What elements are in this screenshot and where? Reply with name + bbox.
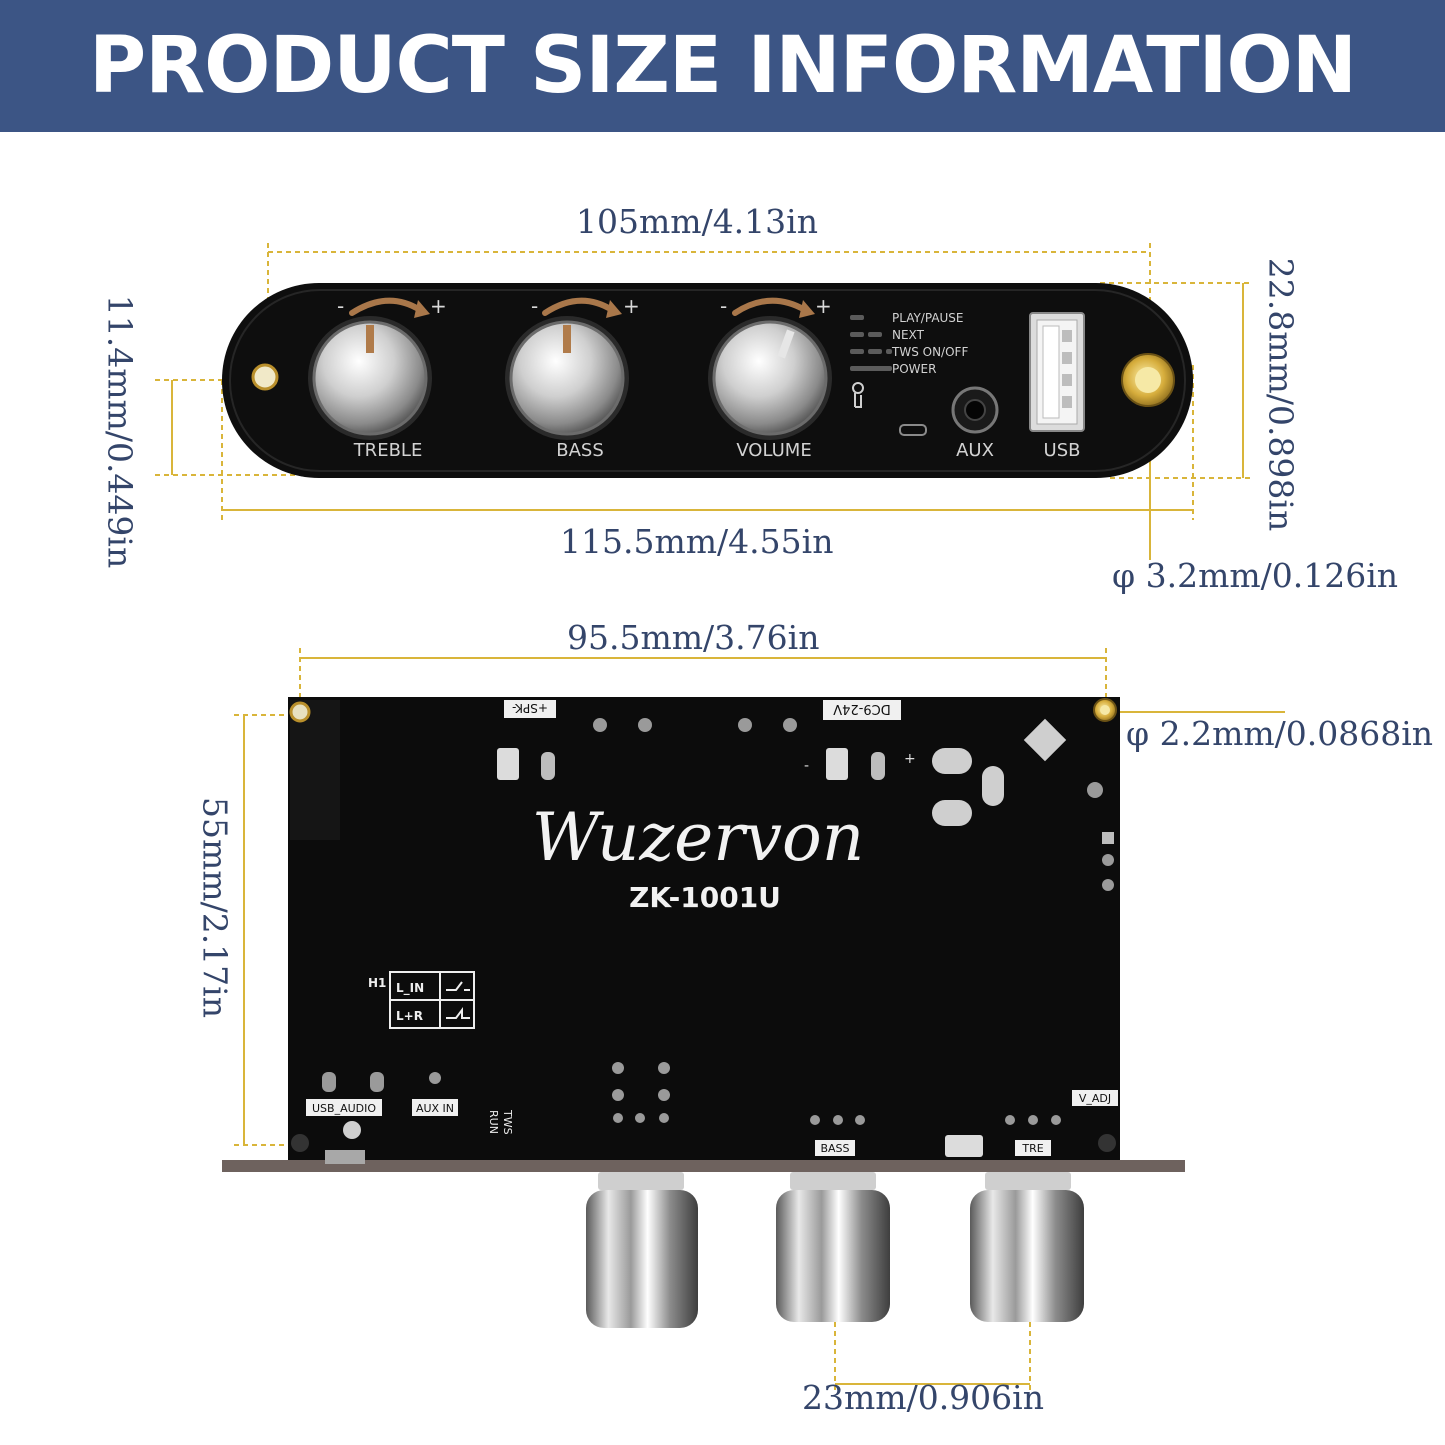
aux-in-label: AUX IN [416,1102,454,1115]
usb-audio-label: USB_AUDIO [312,1102,376,1115]
top-hole-dim: φ 3.2mm/0.126in [1112,556,1399,595]
bass-knob[interactable] [505,316,629,440]
board-height-dim: 55mm/2.17in [195,797,235,1018]
volume-label: VOLUME [736,440,811,461]
l-r-label: L+R [396,1009,423,1023]
volume-plus: + [815,294,832,318]
tre-board-label: TRE [1021,1142,1043,1155]
touch-hand-icon [852,382,864,408]
tws-label: TWS ON/OFF [891,345,968,359]
board-width-dim: 95.5mm/3.76in [567,618,820,657]
next-label: NEXT [892,328,925,342]
board-minus-mark: - [804,758,809,774]
board-hole-top-left [289,701,311,723]
aux-label: AUX [956,440,994,461]
usb-port[interactable] [1029,312,1085,432]
volume-knob[interactable] [708,316,832,440]
hole-offset-dim: 11.4mm/0.449in [100,294,140,569]
board-plus-mark: + [904,751,916,767]
board-knob-treble[interactable] [970,1172,1084,1322]
play-pause-label: PLAY/PAUSE [892,311,964,325]
bass-minus: - [531,294,538,318]
control-panel: - + - + - + TREBLE BASS VOLUME [222,283,1193,478]
treble-minus: - [337,294,344,318]
brand-logo: Wuzervon [532,799,865,876]
dc-label: DC9-24V [833,701,891,716]
knob-spacing-dim: 23mm/0.906in [802,1378,1044,1417]
left-mount-hole [251,363,279,391]
top-width-dim: 105mm/4.13in [576,202,818,241]
board-knob-left[interactable] [586,1172,698,1328]
treble-plus: + [430,294,447,318]
indicator-legend: PLAY/PAUSE NEXT TWS ON/OFF POWER [850,311,968,408]
overall-width-dim: 115.5mm/4.55in [560,522,834,561]
h1-label: H1 [368,976,386,990]
page-title: PRODUCT SIZE INFORMATION [88,21,1357,111]
type-c-port [899,424,927,436]
aux-jack[interactable] [951,386,999,434]
power-label: POWER [892,362,936,376]
board-knob-bass[interactable] [776,1172,890,1322]
tws-board-label: TWS [501,1109,514,1135]
treble-knob[interactable] [308,316,432,440]
bass-board-label: BASS [820,1142,849,1155]
run-board-label: RUN [487,1110,500,1134]
model-label: ZK-1001U [629,881,781,914]
bass-label: BASS [556,440,604,461]
circuit-board: +SPK- DC9-24V - + Wuzervon ZK-1001U H1 [222,697,1185,1328]
volume-minus: - [720,294,727,318]
panel-height-dim: 22.8mm/0.898in [1261,257,1301,532]
bass-plus: + [623,294,640,318]
h1-switch-table: H1 L_IN L+R [368,971,475,1029]
board-hole-dim: φ 2.2mm/0.0868in [1126,714,1434,753]
v-adj-label: V_ADJ [1079,1092,1111,1105]
header-banner: PRODUCT SIZE INFORMATION [0,0,1445,132]
spk-label: +SPK- [512,701,548,715]
usb-label: USB [1044,440,1081,461]
treble-label: TREBLE [353,440,423,461]
l-in-label: L_IN [396,981,424,996]
